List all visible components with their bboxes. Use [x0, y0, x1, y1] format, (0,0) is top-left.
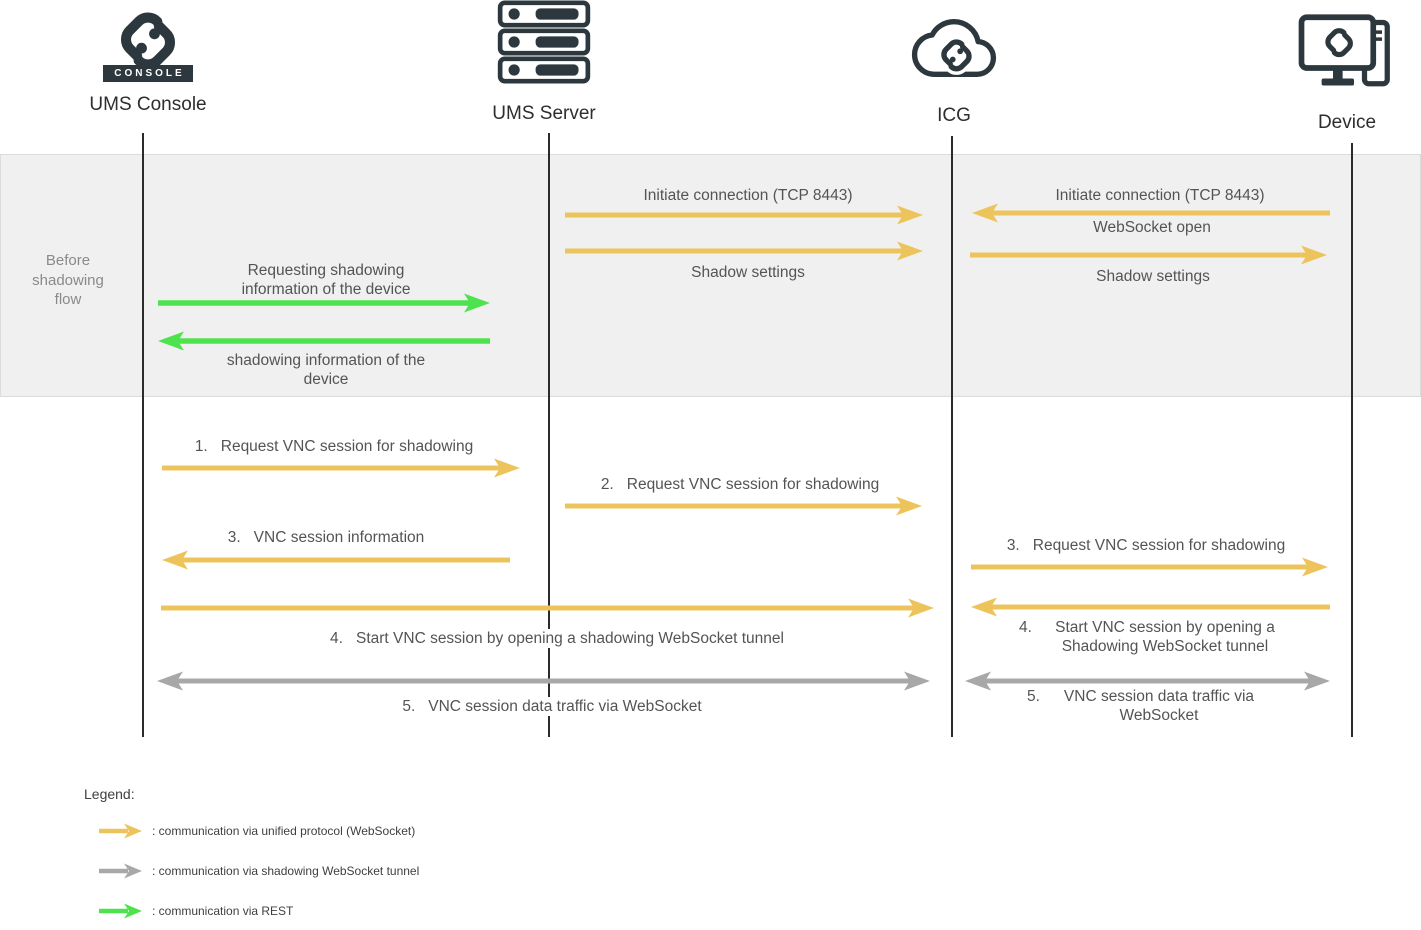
step-number: 4.: [1019, 619, 1032, 636]
arrow-head: [157, 671, 183, 691]
arrow-head: [897, 241, 923, 261]
msg-shadow-info-response: shadowing information of the device: [226, 352, 426, 388]
arrow-head: [971, 597, 997, 617]
actor-label-device: Device: [1317, 112, 1377, 133]
step-number: 4.: [330, 630, 343, 647]
step-2-label: 2. Request VNC session for shadowing: [601, 475, 879, 494]
step-number: 1.: [194, 438, 208, 455]
step-number: 3.: [1006, 537, 1020, 554]
msg-initiate-connection-left: Initiate connection (TCP 8443): [643, 187, 853, 204]
arrow-head: [896, 496, 922, 516]
arrow-head: [908, 598, 934, 618]
arrow-head: [897, 205, 923, 225]
step-text: VNC session information: [253, 529, 425, 546]
arrow-head: [494, 458, 520, 478]
legend-item-label: : communication via unified protocol (We…: [152, 824, 416, 838]
lifeline-ums-server: [548, 133, 550, 737]
msg-request-shadow-info: Requesting shadowing information of the …: [241, 262, 411, 298]
legend-item-unified-protocol: : communication via unified protocol (We…: [97, 823, 415, 839]
msg-shadow-settings-right: Shadow settings: [1096, 268, 1210, 285]
step-number: 3.: [227, 529, 241, 546]
step-text: VNC session data traffic via WebSocket: [1063, 688, 1255, 724]
step-text: Request VNC session for shadowing: [1032, 537, 1286, 554]
gray-arrow-icon: [99, 863, 142, 879]
arrow-head: [972, 203, 998, 223]
step-text: Request VNC session for shadowing: [626, 476, 880, 493]
arrow-head: [1302, 557, 1328, 577]
console-badge: CONSOLE: [103, 65, 193, 82]
actor-device: Device: [1267, 12, 1421, 134]
legend-item-label: : communication via REST: [152, 904, 294, 918]
desktop-device-icon: [1298, 14, 1390, 87]
lifeline-ums-console: [142, 133, 144, 737]
msg-shadow-settings-left: Shadow settings: [691, 264, 805, 281]
legend-item-label: : communication via shadowing WebSocket …: [152, 864, 420, 878]
actor-icg: ICG: [874, 2, 1034, 127]
step-text: Start VNC session by opening a shadowing…: [355, 630, 784, 647]
step-text: Start VNC session by opening a Shadowing…: [1055, 619, 1275, 655]
step-text: VNC session data traffic via WebSocket: [428, 698, 702, 715]
cloud-chain-icon: [911, 19, 997, 77]
arrow-head: [158, 331, 184, 351]
legend-title: Legend:: [84, 786, 135, 802]
arrow-head: [162, 550, 188, 570]
step-3-right-label: 3. Request VNC session for shadowing: [1007, 536, 1285, 555]
server-rack-icon: [497, 0, 591, 84]
step-1-label: 1. Request VNC session for shadowing: [195, 437, 473, 456]
arrow-head: [965, 671, 991, 691]
actor-label-ums-server: UMS Server: [492, 103, 596, 124]
step-5-right-label: 5. VNC session data traffic via WebSocke…: [1027, 687, 1265, 725]
arrow-head: [1301, 245, 1327, 265]
lifeline-device: [1351, 143, 1353, 737]
arrow-head: [904, 671, 930, 691]
igel-chain-console-icon: [121, 12, 175, 70]
yellow-arrow-icon: [99, 823, 142, 839]
legend-item-rest: : communication via REST: [97, 903, 293, 919]
arrow-head: [1304, 671, 1330, 691]
actor-ums-server: UMS Server: [464, 0, 624, 125]
legend-item-websocket-tunnel: : communication via shadowing WebSocket …: [97, 863, 419, 879]
step-number: 5.: [1027, 688, 1040, 705]
step-number: 2.: [600, 476, 614, 493]
msg-websocket-open: WebSocket open: [1093, 219, 1211, 236]
step-number: 5.: [402, 698, 416, 715]
actor-label-ums-console: UMS Console: [89, 94, 207, 115]
band-label: Before shadowing flow: [32, 252, 104, 308]
step-4-left-label: 4. Start VNC session by opening a shadow…: [324, 629, 790, 648]
step-text: Request VNC session for shadowing: [220, 438, 474, 455]
arrow-head: [464, 293, 490, 313]
step-4-right-label: 4. Start VNC session by opening a Shadow…: [1019, 618, 1285, 656]
step-5-left-label: 5. VNC session data traffic via WebSocke…: [396, 697, 708, 716]
step-3-left-label: 3. VNC session information: [228, 528, 425, 547]
lifeline-icg: [951, 136, 953, 737]
actor-label-icg: ICG: [937, 105, 971, 126]
actor-ums-console: CONSOLE UMS Console: [68, 5, 228, 116]
green-arrow-icon: [99, 903, 142, 919]
msg-initiate-connection-right: Initiate connection (TCP 8443): [1055, 187, 1265, 204]
before-shadowing-band: [0, 154, 1421, 397]
